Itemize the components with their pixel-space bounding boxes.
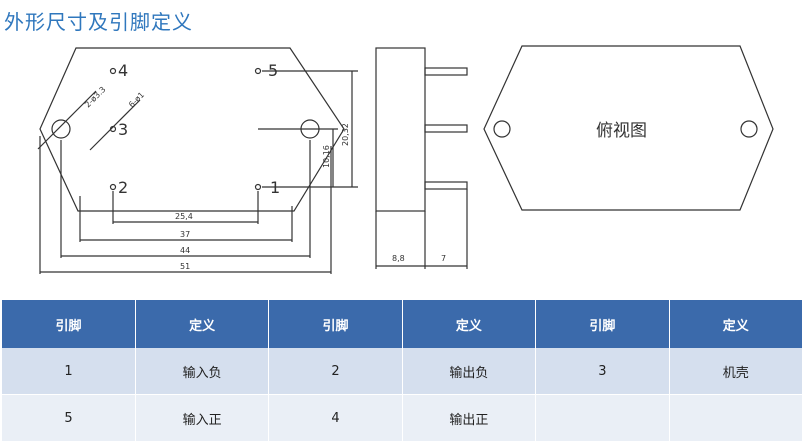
dim-8-8-label: 8,8 — [392, 254, 405, 263]
side-view — [375, 47, 468, 269]
header-pin-1: 引脚 — [2, 300, 136, 348]
side-pin-mid — [424, 124, 468, 133]
dim-37-label: 37 — [180, 230, 190, 239]
page-title: 外形尺寸及引脚定义 — [4, 10, 193, 34]
mounting-hole-left — [51, 119, 71, 139]
table-cell: 5 — [2, 394, 136, 442]
table-row: 5 输入正 4 输出正 — [2, 394, 803, 442]
table-cell: 1 — [2, 348, 136, 395]
dim-51-label: 51 — [180, 262, 190, 271]
pin-4 — [109, 67, 117, 75]
header-pin-3: 引脚 — [535, 300, 670, 348]
dim-7-label: 7 — [441, 254, 446, 263]
table-cell: 输出负 — [402, 348, 537, 395]
pin-1-label: 1 — [270, 178, 280, 197]
table-cell: 输出正 — [402, 394, 537, 442]
table-cell: 4 — [268, 394, 403, 442]
header-pin-2: 引脚 — [268, 300, 403, 348]
side-pin-top — [424, 67, 468, 76]
header-def-2: 定义 — [402, 300, 537, 348]
table-cell: 3 — [535, 348, 670, 395]
dim-25-4-label: 25,4 — [175, 212, 193, 221]
table-header-row: 引脚 定义 引脚 定义 引脚 定义 — [2, 300, 803, 348]
table-cell: 机壳 — [669, 348, 803, 395]
top-view-label: 俯视图 — [596, 121, 647, 141]
table-cell: 输入负 — [135, 348, 270, 395]
hole-dia-label: 2-ø3.3 — [83, 85, 107, 109]
dim-10-16-label: 10,16 — [322, 145, 331, 168]
pin-4-label: 4 — [118, 61, 128, 80]
table-cell: 输入正 — [135, 394, 270, 442]
header-def-1: 定义 — [135, 300, 270, 348]
dim-20-32-label: 20,32 — [341, 123, 350, 146]
header-def-3: 定义 — [669, 300, 803, 348]
table-cell — [669, 394, 803, 442]
top-hole-left — [493, 120, 511, 138]
side-pin-bottom — [424, 181, 468, 190]
table-cell — [535, 394, 670, 442]
pin-definition-table: 引脚 定义 引脚 定义 引脚 定义 1 输入负 2 输出负 3 机壳 5 输入正… — [2, 300, 803, 442]
top-hole-right — [740, 120, 758, 138]
pin-dia-label: 6-ø1 — [127, 90, 146, 109]
pin-5-label: 5 — [268, 61, 278, 80]
dimension-drawing: 4 5 3 2 1 2-ø3.3 6-ø1 25,4 37 44 51 20,3… — [37, 45, 774, 274]
front-outline — [39, 47, 345, 212]
table-cell: 2 — [268, 348, 403, 395]
pin-2 — [109, 183, 117, 191]
pin-2-label: 2 — [118, 178, 128, 197]
top-view — [483, 45, 774, 211]
pin-1 — [254, 183, 262, 191]
top-outline — [483, 45, 774, 211]
side-body — [375, 47, 426, 212]
front-view — [37, 47, 358, 274]
dim-44-label: 44 — [180, 246, 190, 255]
pin-3-label: 3 — [118, 120, 128, 139]
table-row: 1 输入负 2 输出负 3 机壳 — [2, 348, 803, 395]
pin-5 — [254, 67, 262, 75]
